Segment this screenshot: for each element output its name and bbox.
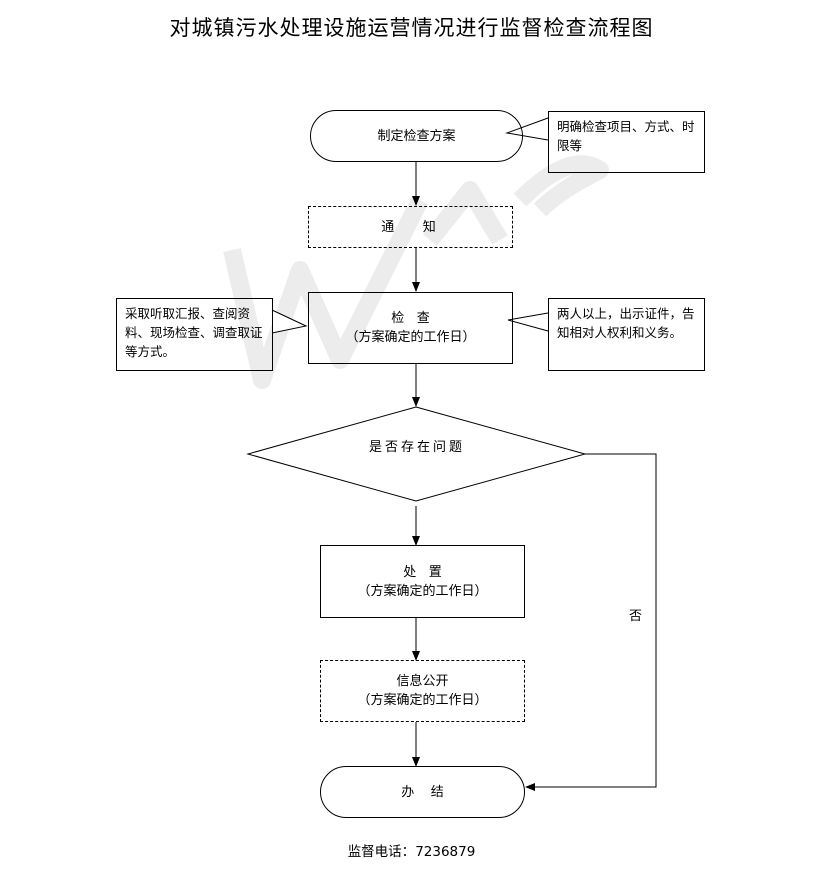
supervision-phone: 监督电话：7236879: [0, 840, 823, 860]
inspect-title: 检 查: [391, 311, 430, 326]
branch-no-label: 否: [629, 609, 643, 624]
handle-subtitle: （方案确定的工作日）: [357, 583, 488, 599]
plan-note-text: 明确检查项目、方式、时限等: [557, 119, 695, 153]
plan-node: 制定检查方案: [310, 110, 523, 162]
decision-label: 是否存在问题: [368, 440, 465, 455]
people-note-text: 两人以上，出示证件，告知相对人权利和义务。: [557, 306, 695, 340]
close-node: 办 结: [320, 766, 525, 818]
disclose-title: 信息公开: [396, 674, 449, 689]
people-note-pointer: [507, 312, 549, 332]
method-note-text: 采取听取汇报、查阅资料、现场检查、调查取证等方式。: [125, 306, 263, 359]
phone-number: 7236879: [415, 844, 476, 860]
handle-title: 处 置: [403, 564, 442, 580]
close-label: 办 结: [401, 784, 444, 800]
plan-note: 明确检查项目、方式、时限等: [548, 111, 705, 173]
method-note-pointer: [271, 309, 308, 334]
notify-label: 通 知: [381, 219, 440, 235]
arrow-no-branch: [525, 453, 657, 791]
handle-node: 处 置 （方案确定的工作日）: [320, 545, 525, 618]
disclose-subtitle: （方案确定的工作日）: [357, 693, 488, 708]
disclose-node: 信息公开 （方案确定的工作日）: [320, 660, 525, 722]
decision-diamond: [246, 406, 587, 502]
notify-node: 通 知: [308, 206, 513, 248]
method-note: 采取听取汇报、查阅资料、现场检查、调查取证等方式。: [116, 298, 273, 371]
page-title: 对城镇污水处理设施运营情况进行监督检查流程图: [169, 16, 654, 40]
phone-label: 监督电话：: [347, 844, 416, 860]
people-note: 两人以上，出示证件，告知相对人权利和义务。: [548, 298, 705, 371]
plan-label: 制定检查方案: [377, 128, 456, 144]
inspect-node: 检 查 （方案确定的工作日）: [308, 292, 513, 364]
inspect-subtitle: （方案确定的工作日）: [345, 330, 476, 345]
